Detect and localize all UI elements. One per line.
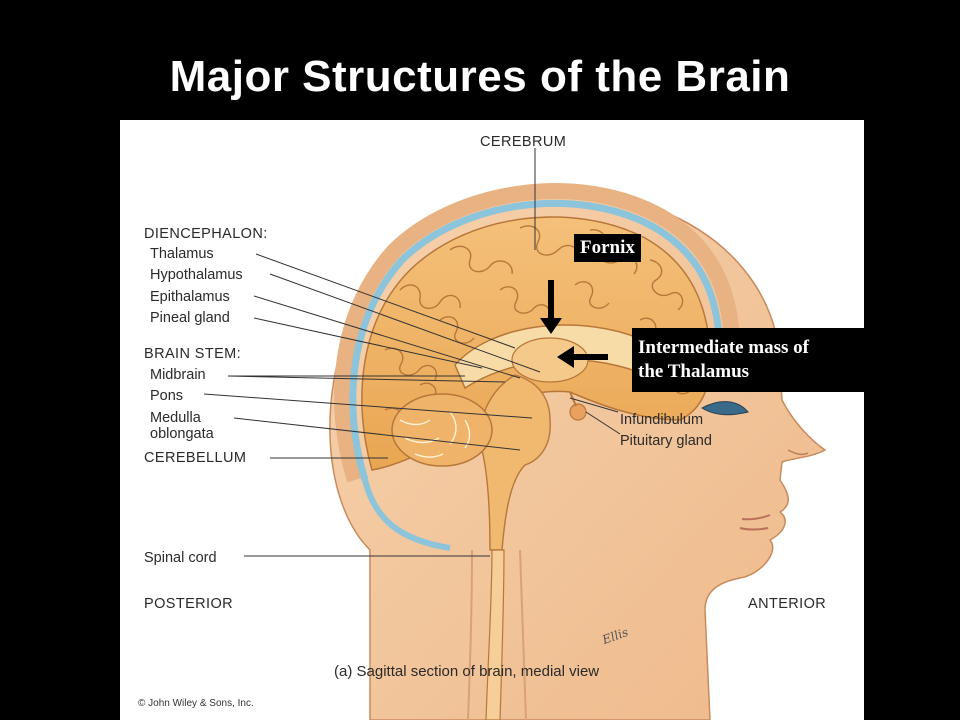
spinal-canal-2 xyxy=(519,549,527,720)
skull xyxy=(334,183,741,483)
label-spinal-cord: Spinal cord xyxy=(144,550,217,566)
label-infundibulum: Infundibulum xyxy=(620,412,704,428)
callout-intermediate-mass-line2: the Thalamus xyxy=(638,361,750,382)
label-hypothalamus: Hypothalamus xyxy=(150,267,243,283)
label-pons: Pons xyxy=(150,388,184,404)
label-cerebellum: CEREBELLUM xyxy=(144,450,247,466)
label-medulla: Medulla xyxy=(150,410,201,426)
label-posterior: POSTERIOR xyxy=(144,596,233,612)
lips xyxy=(739,514,771,531)
slide-title: Major Structures of the Brain xyxy=(169,52,791,101)
label-midbrain: Midbrain xyxy=(150,367,206,383)
figure-caption: (a) Sagittal section of brain, medial vi… xyxy=(334,663,600,680)
label-oblongata: oblongata xyxy=(150,426,214,442)
label-anterior: ANTERIOR xyxy=(748,596,827,612)
label-cerebrum: CEREBRUM xyxy=(480,134,567,150)
callout-intermediate-mass: Intermediate mass of the Thalamus xyxy=(632,328,864,392)
meninges-lower xyxy=(362,479,451,551)
nostril xyxy=(787,449,809,456)
label-epithalamus: Epithalamus xyxy=(150,289,230,305)
spinal-canal xyxy=(467,549,473,720)
brain-diagram: CEREBRUM DIENCEPHALON: Thalamus Hypothal… xyxy=(120,120,864,720)
sagittal-brain-illustration xyxy=(203,148,827,720)
label-pituitary-gland: Pituitary gland xyxy=(620,433,712,449)
label-thalamus: Thalamus xyxy=(150,246,214,262)
meninges xyxy=(349,199,724,482)
callout-fornix: Fornix xyxy=(574,234,641,262)
leader-lines xyxy=(203,148,621,557)
eye xyxy=(701,401,749,416)
label-pineal-gland: Pineal gland xyxy=(150,310,230,326)
fornix-arrow xyxy=(540,280,562,334)
spinal-cord-shape xyxy=(485,549,505,720)
intermediate-mass-arrow xyxy=(557,346,608,368)
pituitary-shape xyxy=(569,403,587,421)
callout-intermediate-mass-line1: Intermediate mass of xyxy=(638,337,809,358)
label-diencephalon: DIENCEPHALON: xyxy=(144,226,268,242)
copyright-notice: © John Wiley & Sons, Inc. xyxy=(138,698,254,709)
cerebellum-shape xyxy=(391,393,493,467)
label-brain-stem: BRAIN STEM: xyxy=(144,346,242,362)
